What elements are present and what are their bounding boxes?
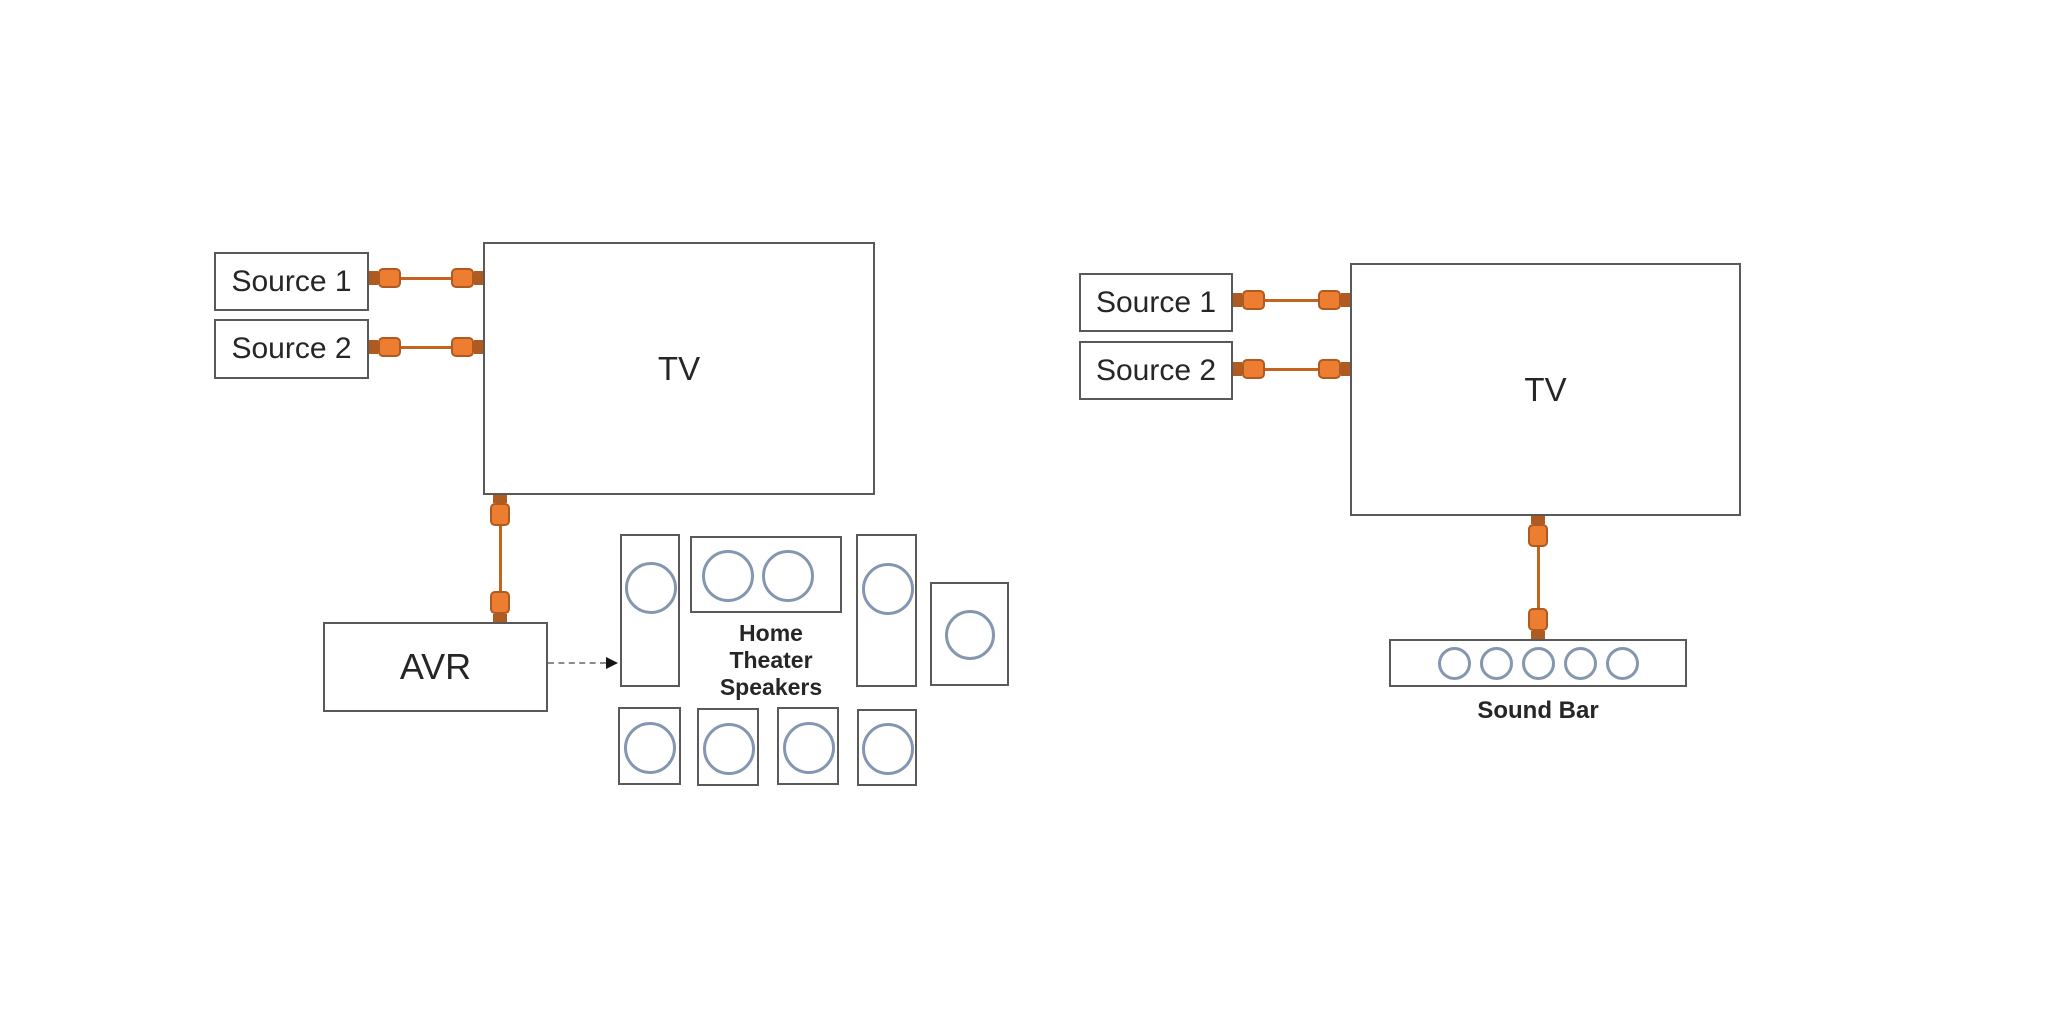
left-source-1-box: Source 1: [214, 252, 369, 311]
right-source-2-box: Source 2: [1079, 341, 1233, 400]
hdmi-connector-tab-icon: [1531, 516, 1545, 524]
home-theater-speakers-label: Home Theater Speakers: [691, 620, 851, 701]
hdmi-cable-icon: [1233, 289, 1350, 311]
soundbar-box: [1389, 639, 1687, 687]
speaker-side-right: [930, 582, 1009, 686]
hdmi-connector-tab-icon: [474, 271, 483, 285]
hdmi-connector-tab-icon: [369, 340, 378, 354]
speaker-surround-1: [618, 707, 681, 785]
hdmi-connector-tab-icon: [369, 271, 378, 285]
speaker-surround-3: [777, 707, 839, 785]
left-source-2-label: Source 2: [231, 332, 352, 365]
hdmi-plug-icon: [378, 337, 401, 357]
hdmi-cable-icon: [369, 267, 483, 289]
hdmi-connector-tab-icon: [474, 340, 483, 354]
hdmi-wire-icon: [401, 276, 451, 280]
hdmi-wire-icon: [1265, 298, 1318, 302]
home-theater-speakers-label-line3: Speakers: [719, 674, 823, 700]
hdmi-cable-icon: [1527, 516, 1549, 639]
hdmi-plug-icon: [1318, 359, 1341, 379]
hdmi-connector-tab-icon: [1341, 293, 1350, 307]
left-tv-label: TV: [657, 349, 701, 387]
hdmi-plug-icon: [490, 591, 510, 614]
avr-label: AVR: [399, 646, 472, 687]
hdmi-plug-icon: [1242, 359, 1265, 379]
hdmi-plug-icon: [378, 268, 401, 288]
speaker-cone-icon: [862, 563, 914, 615]
speaker-cone-icon: [945, 610, 995, 660]
speaker-cone-icon: [702, 550, 754, 602]
left-tv-box: TV: [483, 242, 875, 495]
soundbar-label: Sound Bar: [1477, 697, 1599, 724]
speaker-cone-icon: [762, 550, 814, 602]
speaker-cone-icon: [862, 723, 914, 775]
hdmi-plug-icon: [1242, 290, 1265, 310]
hdmi-plug-icon: [451, 268, 474, 288]
hdmi-plug-icon: [1318, 290, 1341, 310]
speaker-cone-icon: [1563, 646, 1597, 680]
hdmi-plug-icon: [1528, 608, 1548, 631]
arrow-dashed-line: [548, 662, 606, 664]
hdmi-connector-tab-icon: [493, 495, 507, 503]
speaker-front-right: [856, 534, 917, 687]
speaker-cone-icon: [624, 722, 676, 774]
left-source-2-box: Source 2: [214, 319, 369, 379]
hdmi-cable-icon: [489, 495, 511, 622]
hdmi-connector-tab-icon: [1233, 293, 1242, 307]
hdmi-wire-icon: [1265, 367, 1318, 371]
speaker-cone-icon: [1479, 646, 1513, 680]
left-source-1-label: Source 1: [231, 264, 352, 298]
speaker-cone-icon: [1437, 646, 1471, 680]
hdmi-connector-tab-icon: [493, 614, 507, 622]
right-source-1-label: Source 1: [1095, 285, 1217, 319]
speaker-surround-4: [857, 709, 917, 786]
hdmi-connector-tab-icon: [1233, 362, 1242, 376]
home-theater-speakers-label-line1: Home: [739, 620, 803, 646]
hdmi-connector-tab-icon: [1531, 631, 1545, 639]
hdmi-wire-icon: [1536, 547, 1540, 608]
hdmi-plug-icon: [1528, 524, 1548, 547]
speaker-front-left: [620, 534, 680, 687]
speaker-cone-icon: [783, 722, 835, 774]
right-source-2-label: Source 2: [1095, 353, 1217, 387]
arrow-head-icon: [606, 657, 618, 669]
hdmi-plug-icon: [451, 337, 474, 357]
speaker-cone-icon: [1521, 646, 1555, 680]
right-source-1-box: Source 1: [1079, 273, 1233, 332]
arrow-icon: [548, 656, 618, 670]
speaker-surround-2: [697, 708, 759, 786]
hdmi-plug-icon: [490, 503, 510, 526]
speaker-cone-icon: [625, 562, 677, 614]
hdmi-wire-icon: [498, 526, 502, 591]
hdmi-cable-icon: [1233, 358, 1350, 380]
hdmi-connector-tab-icon: [1341, 362, 1350, 376]
home-theater-speakers-label-line2: Theater: [729, 647, 813, 673]
hdmi-wire-icon: [401, 345, 451, 349]
avr-box: AVR: [323, 622, 548, 712]
speaker-cone-icon: [1605, 646, 1639, 680]
soundbar-cone-row: [1391, 641, 1685, 685]
hdmi-cable-icon: [369, 336, 483, 358]
speaker-cone-icon: [703, 723, 755, 775]
right-tv-label: TV: [1524, 370, 1567, 408]
speaker-center: [690, 536, 842, 613]
right-tv-box: TV: [1350, 263, 1741, 516]
